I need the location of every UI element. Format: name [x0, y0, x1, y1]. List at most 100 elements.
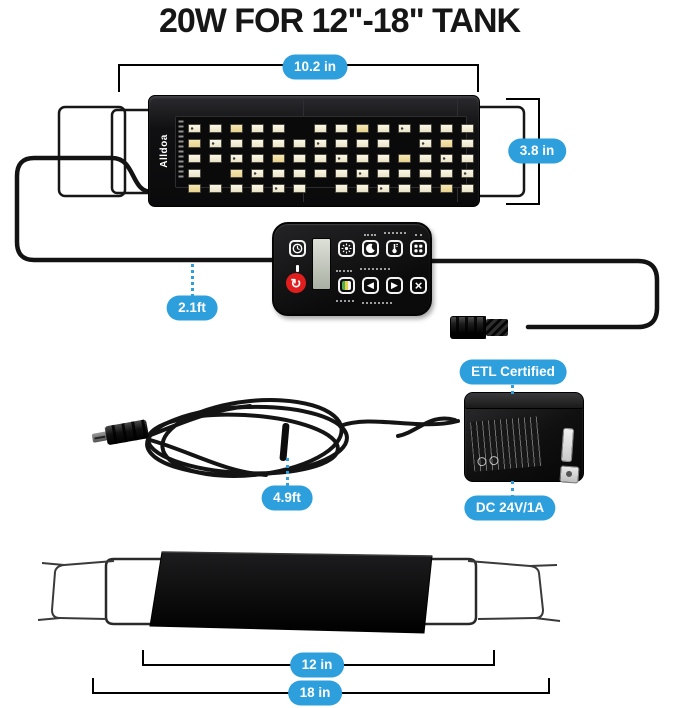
certification-pointer	[511, 380, 514, 394]
extend-bracket-left	[37, 557, 162, 626]
previous-button: ◀	[362, 277, 379, 294]
moon-icon	[366, 243, 375, 254]
remote-cable-length-label: 2.1ft	[168, 297, 216, 319]
adapter-cable-pointer	[286, 458, 289, 486]
led-chip	[209, 139, 222, 148]
cert-mark-icon	[489, 455, 499, 466]
led-chip	[398, 184, 411, 193]
moonlight-button	[362, 240, 379, 257]
led-chip	[377, 169, 390, 178]
led-chip	[335, 184, 348, 193]
spec-text-lines	[178, 119, 184, 178]
power-button: ↻	[286, 273, 306, 293]
remote-cable-pointer	[191, 264, 194, 297]
led-chip	[356, 124, 369, 133]
clock-icon	[292, 243, 303, 254]
led-chip	[188, 184, 201, 193]
caption-dots	[360, 268, 390, 270]
led-chip	[335, 169, 348, 178]
led-chip	[419, 184, 432, 193]
next-button: ▶	[386, 277, 403, 294]
led-chip	[314, 124, 327, 133]
led-chip	[293, 139, 306, 148]
led-chip	[209, 124, 222, 133]
led-chip	[419, 154, 432, 163]
led-chip	[440, 139, 453, 148]
led-chip	[251, 184, 264, 193]
led-chip	[230, 184, 243, 193]
lcd-display	[312, 238, 331, 290]
indicator-icon	[296, 265, 299, 272]
timer-mode-button	[386, 240, 403, 257]
led-chip	[377, 154, 390, 163]
extend-bracket-right	[420, 557, 561, 626]
remote-controller: ↻	[272, 222, 432, 316]
led-chip	[314, 154, 327, 163]
led-chip	[272, 124, 285, 133]
led-chip	[419, 124, 432, 133]
adapter-cable-coil	[145, 398, 460, 478]
led-chip	[461, 124, 474, 133]
prev-icon: ◀	[367, 280, 374, 290]
led-chip	[356, 184, 369, 193]
led-chip	[440, 184, 453, 193]
caption-dots	[336, 270, 352, 272]
led-chip	[293, 154, 306, 163]
caption-dots	[364, 234, 376, 236]
caption-dots	[384, 232, 406, 234]
caption-dots	[336, 300, 354, 302]
led-chip	[188, 139, 201, 148]
certification-label: ETL Certified	[461, 361, 565, 383]
led-chip	[314, 139, 327, 148]
adapter-cable-length-label: 4.9ft	[263, 487, 311, 509]
led-chip	[272, 154, 285, 163]
led-chip	[461, 184, 474, 193]
led-chip	[461, 154, 474, 163]
cert-mark-icon	[477, 456, 487, 467]
led-chip	[230, 154, 243, 163]
adapter-top-cap	[465, 393, 583, 409]
led-chip	[377, 124, 390, 133]
led-chip	[230, 169, 243, 178]
width-dimension-label: 10.2 in	[283, 56, 347, 78]
led-chip	[398, 169, 411, 178]
led-chip	[293, 184, 306, 193]
led-chip	[335, 139, 348, 148]
bottom-panel	[149, 551, 433, 634]
led-chip	[209, 184, 222, 193]
dc-female-connector	[450, 316, 508, 339]
hanger-bracket-left	[57, 105, 160, 198]
led-chip	[335, 154, 348, 163]
led-chip	[356, 154, 369, 163]
led-chip	[272, 139, 285, 148]
color-select-button	[338, 277, 355, 294]
led-chip	[230, 139, 243, 148]
body-length-label: 12 in	[291, 654, 343, 676]
led-chip	[356, 139, 369, 148]
led-grid	[175, 116, 474, 193]
remote-cable	[14, 155, 660, 330]
timer-icon	[392, 243, 398, 254]
cancel-button: ×	[410, 277, 427, 294]
led-chip	[314, 169, 327, 178]
led-chip	[188, 124, 201, 133]
mode-icon	[414, 244, 423, 253]
brand-label: Alldoa	[159, 134, 170, 168]
power-icon: ↻	[290, 275, 302, 291]
connector-strain-relief	[486, 319, 508, 336]
led-chip	[188, 154, 201, 163]
led-chip	[419, 139, 432, 148]
led-chip	[398, 154, 411, 163]
led-chip	[188, 169, 201, 178]
led-light-fixture	[148, 95, 480, 207]
height-dimension-label: 3.8 in	[509, 140, 565, 162]
led-chip	[461, 139, 474, 148]
plug-mounting-ear	[559, 465, 580, 484]
power-spec-label: DC 24V/1A	[465, 497, 555, 519]
connector-barrel	[450, 316, 486, 339]
led-chip	[251, 154, 264, 163]
led-chip	[272, 169, 285, 178]
led-chip	[419, 169, 432, 178]
